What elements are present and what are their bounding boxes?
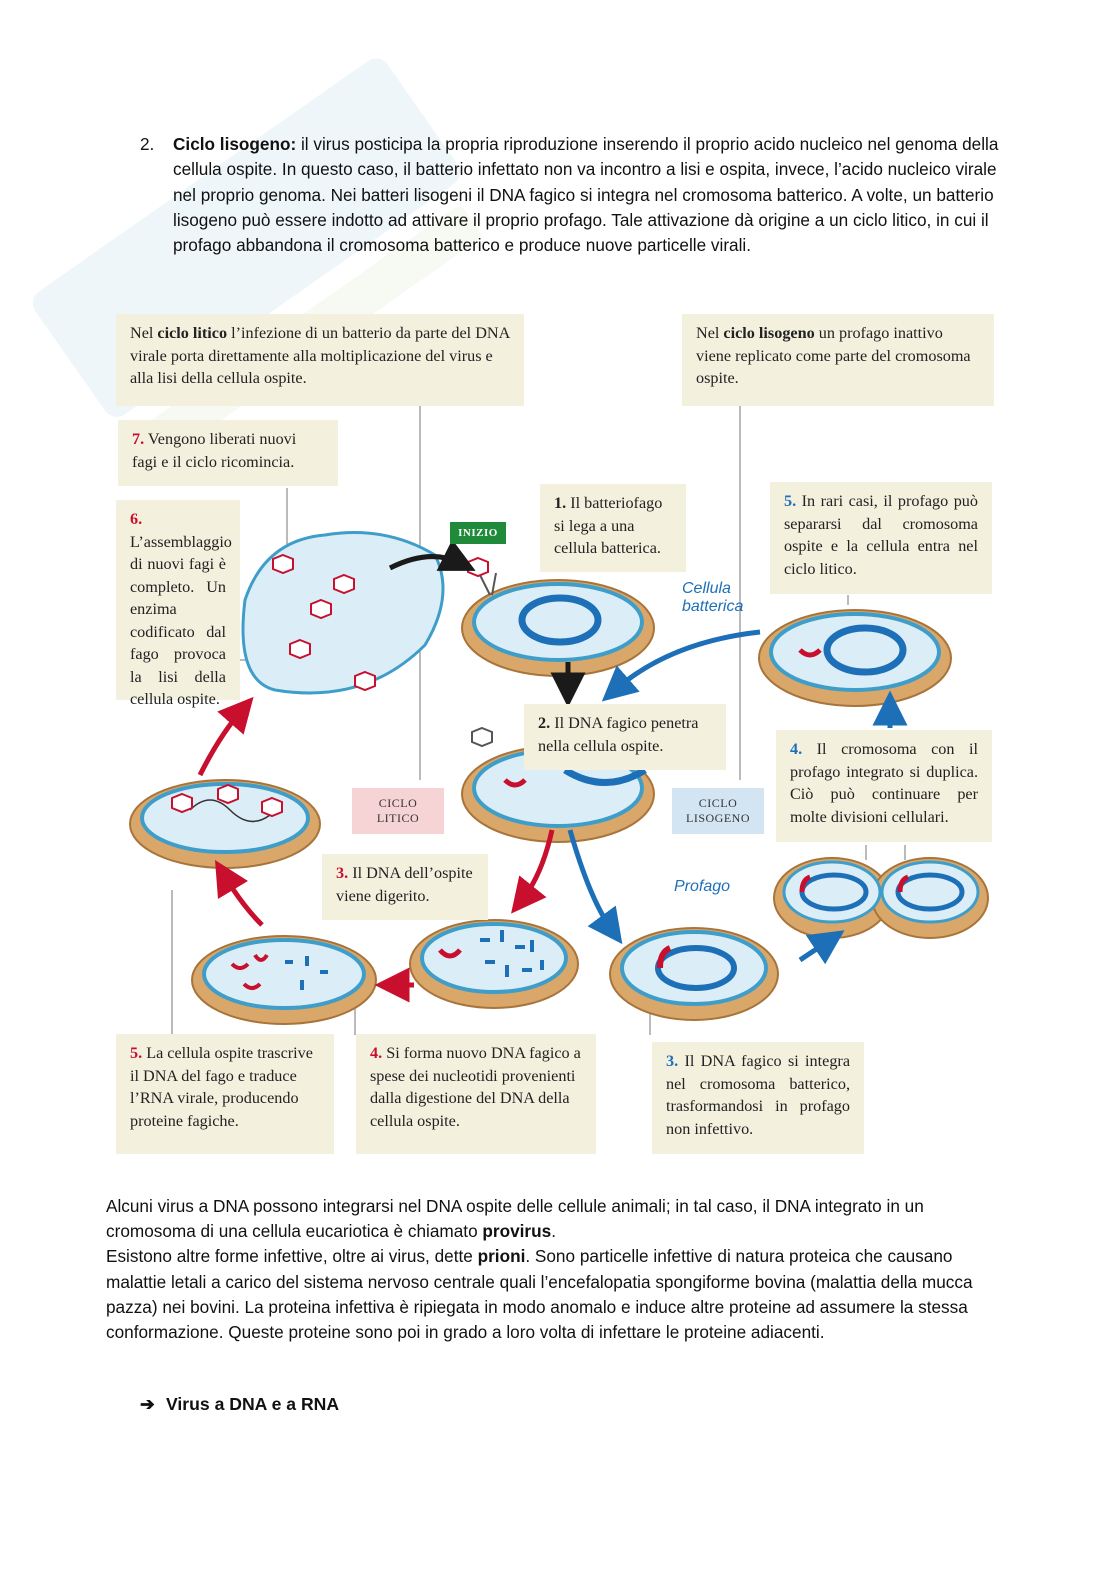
caption-lytic-step7: 7. Vengono liberati nuovi fagi e il cicl… — [118, 420, 338, 486]
cell-step1 — [462, 558, 654, 676]
list-item-lysogenic-cycle: 2. Ciclo lisogeno: il virus posticipa la… — [140, 132, 1010, 258]
term-prions: prioni — [478, 1246, 526, 1266]
caption-lytic-step1: 1. Il batteriofago si lega a una cellula… — [540, 484, 686, 572]
caption-lytic-step6: 6. L’assemblaggio di nuovi fagi è comple… — [116, 500, 240, 700]
cell-lysogenic-dividing — [774, 858, 988, 938]
prions-sentence: Esistono altre forme infettive, oltre ai… — [106, 1244, 1006, 1345]
section-subheading: ➔Virus a DNA e a RNA — [140, 1394, 339, 1415]
caption-lysogenic-step3: 3. Il DNA fagico si integra nel cromosom… — [652, 1042, 864, 1154]
caption-lysogenic-step4: 4. Il cromosoma con il profago integrato… — [776, 730, 992, 842]
cell-lytic-assembly — [130, 780, 320, 868]
list-term: Ciclo lisogeno: — [173, 134, 296, 154]
caption-lytic-step5: 5. La cellula ospite trascrive il DNA de… — [116, 1034, 334, 1154]
prophage-label: Profago — [674, 878, 730, 896]
lytic-lysogenic-cycle-figure: Nel ciclo litico l’infezione di un batte… — [0, 300, 1116, 1170]
cell-lysogenic-step3 — [610, 928, 778, 1020]
cell-lytic-step4 — [192, 936, 376, 1024]
cell-lytic-step3 — [410, 920, 578, 1008]
list-text: Ciclo lisogeno: il virus posticipa la pr… — [173, 132, 1010, 258]
list-number: 2. — [140, 132, 154, 157]
caption-lysogenic-intro: Nel ciclo lisogeno un profago inattivo v… — [682, 314, 994, 406]
cell-lysed — [243, 533, 443, 694]
caption-lytic-step4: 4. Si forma nuovo DNA fagico a spese dei… — [356, 1034, 596, 1154]
term-provirus: provirus — [482, 1221, 551, 1241]
caption-lytic-intro: Nel ciclo litico l’infezione di un batte… — [116, 314, 524, 406]
start-label: INIZIO — [450, 522, 506, 544]
arrow-icon: ➔ — [140, 1394, 166, 1415]
subheading-text: Virus a DNA e a RNA — [166, 1394, 339, 1414]
caption-lytic-step3: 3. Il DNA dell’ospite viene digerito. — [322, 854, 488, 920]
cell-lysogenic-step5 — [759, 610, 951, 706]
list-body: il virus posticipa la propria riproduzio… — [173, 134, 998, 255]
provirus-sentence: Alcuni virus a DNA possono integrarsi ne… — [106, 1194, 1006, 1244]
caption-lysogenic-step5: 5. In rari casi, il profago può separars… — [770, 482, 992, 594]
caption-lytic-step2: 2. Il DNA fagico penetra nella cellula o… — [524, 704, 726, 770]
body-paragraph: Alcuni virus a DNA possono integrarsi ne… — [106, 1194, 1006, 1345]
